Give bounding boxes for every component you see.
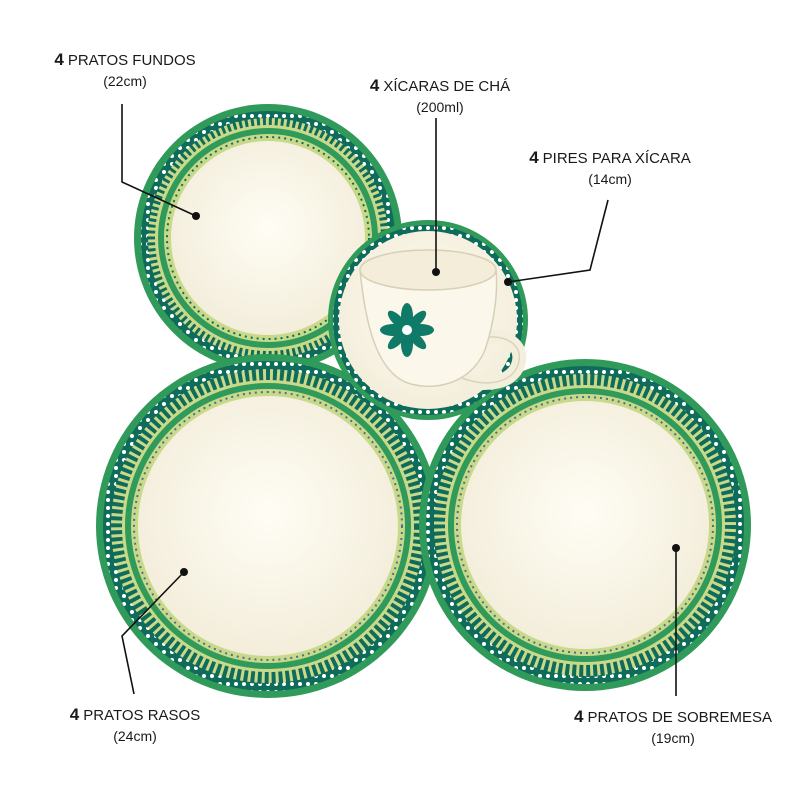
item-name: PIRES PARA XÍCARA	[542, 150, 691, 167]
marker-dot	[504, 278, 512, 286]
marker-dot	[180, 568, 188, 576]
marker-dot	[672, 544, 680, 552]
leader-pratos-fundos	[121, 104, 197, 217]
marker-dots	[180, 212, 680, 576]
item-name: PRATOS DE SOBREMESA	[587, 709, 772, 726]
quantity: 4	[529, 148, 539, 167]
leader-pratos-rasos	[121, 571, 185, 695]
prato-de-sobremesa	[419, 359, 751, 691]
marker-dot	[432, 268, 440, 276]
quantity: 4	[69, 705, 80, 724]
leader-lines	[121, 104, 677, 696]
quantity: 4	[574, 707, 584, 726]
prato-raso	[96, 354, 440, 698]
item-name: XÍCARAS DE CHÁ	[383, 78, 511, 95]
item-size: (200ml)	[416, 99, 464, 115]
quantity: 4	[369, 76, 380, 95]
item-name: PRATOS RASOS	[83, 707, 201, 724]
marker-dot	[192, 212, 200, 220]
item-size: (24cm)	[113, 728, 157, 744]
flower-motif-icon	[380, 303, 434, 357]
quantity: 4	[54, 50, 64, 69]
leader-pires	[507, 199, 609, 283]
item-name: PRATOS FUNDOS	[67, 52, 196, 69]
item-size: (14cm)	[588, 171, 632, 187]
item-size: (22cm)	[103, 73, 147, 89]
xicara	[359, 249, 527, 390]
item-size: (19cm)	[651, 730, 695, 746]
